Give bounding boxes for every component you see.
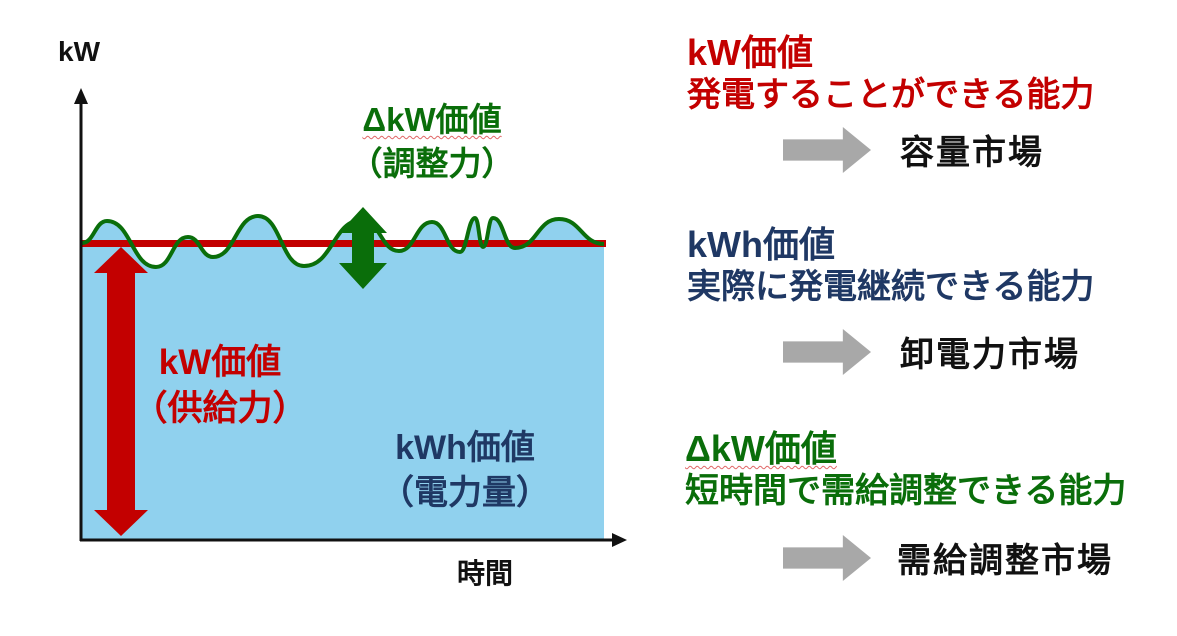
kwh-value-label-line2: （電力量） [380,473,550,512]
kw-value-arrow [94,247,148,536]
delta-kw-arrow [339,207,387,289]
delta-kw-label-line2: （調整力） [349,144,515,182]
wholesale-market-label: 卸電力市場 [900,336,1080,374]
kwh-value-label: kWh価値 （電力量） [345,426,585,516]
kw-value-block: kW価値 発電することができる能力 [687,32,1094,116]
right-arrow-icon [783,535,871,581]
output-fluctuation-curve [81,213,605,270]
delta-kw-label: ΔkW価値 （調整力） [322,98,542,185]
kwh-value-label-line1: kWh価値 [395,429,535,467]
y-axis-label: kW [58,36,100,67]
kw-value-block-description: 発電することができる能力 [687,76,1095,114]
x-axis-arrowhead [612,533,627,547]
y-axis-arrowhead [74,88,88,104]
energy-area [82,216,604,540]
power-value-chart [74,88,627,547]
kw-value-label-line2: （供給力） [132,389,308,429]
delta-kw-label-line1: ΔkW価値 [362,101,502,138]
capacity-level-line [82,240,606,247]
x-axis-label: 時間 [456,558,513,589]
capacity-market-label: 容量市場 [900,134,1044,172]
kw-value-label-line1: kW価値 [158,343,282,382]
delta-kw-value-block-description: 短時間で需給調整できる能力 [685,472,1127,510]
balancing-market-label: 需給調整市場 [897,542,1113,580]
right-arrow-icon [783,127,871,173]
kwh-value-block-title: kWh価値 [687,224,835,265]
kwh-value-block: kWh価値 実際に発電継続できる能力 [687,224,1094,308]
kwh-value-block-description: 実際に発電継続できる能力 [687,268,1095,306]
right-arrow-icon [783,329,871,375]
kw-value-label: kW価値 （供給力） [130,340,310,432]
kw-value-block-title: kW価値 [687,32,814,73]
delta-kw-value-block-title: ΔkW価値 [685,428,837,469]
delta-kw-value-block: ΔkW価値 短時間で需給調整できる能力 [685,428,1126,512]
